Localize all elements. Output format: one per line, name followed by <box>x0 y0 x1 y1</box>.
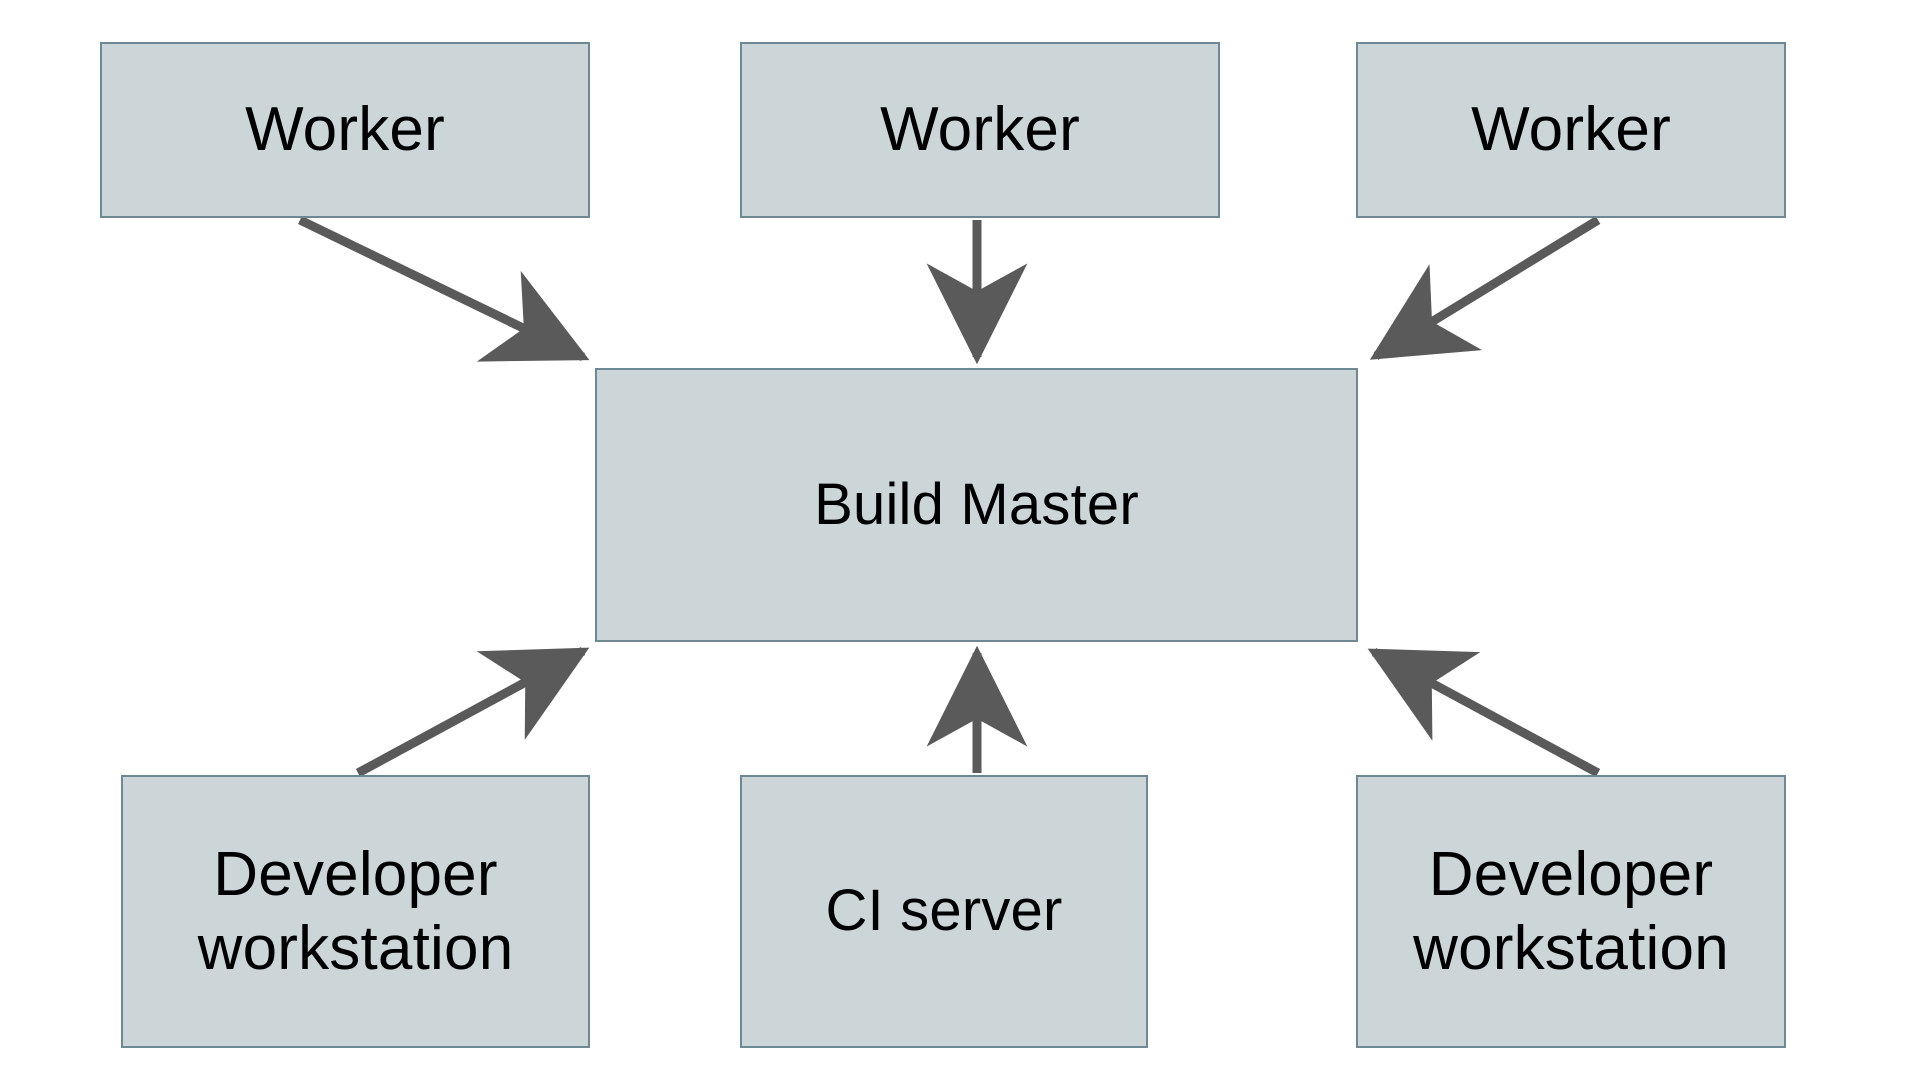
node-label: Developer workstation <box>1413 840 1729 983</box>
edge-devws-2-to-master <box>1367 648 1601 777</box>
node-label: Worker <box>880 95 1080 165</box>
node-build-master[interactable]: Build Master <box>595 368 1358 642</box>
node-label: Build Master <box>814 471 1139 537</box>
edge-worker-3-to-master <box>1369 216 1601 360</box>
node-worker-2[interactable]: Worker <box>740 42 1220 218</box>
node-label: CI server <box>825 878 1063 944</box>
node-label: Worker <box>245 95 445 165</box>
node-worker-1[interactable]: Worker <box>100 42 590 218</box>
edge-devws-1-to-master <box>355 647 590 777</box>
node-label: Developer workstation <box>197 840 514 983</box>
edge-worker-1-to-master <box>298 215 590 362</box>
node-ci-server[interactable]: CI server <box>740 775 1148 1048</box>
node-label: Worker <box>1471 95 1671 165</box>
node-developer-workstation-1[interactable]: Developer workstation <box>121 775 590 1048</box>
node-developer-workstation-2[interactable]: Developer workstation <box>1356 775 1786 1048</box>
node-worker-3[interactable]: Worker <box>1356 42 1786 218</box>
